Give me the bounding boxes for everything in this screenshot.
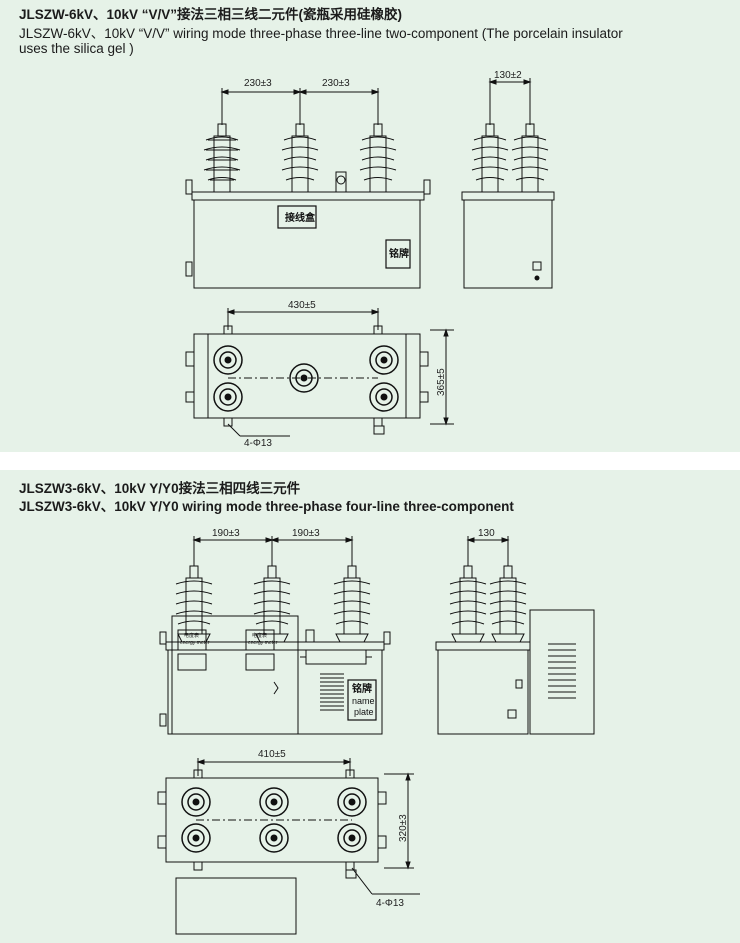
bushing-y-top-5 [337, 787, 367, 817]
bushing-y-top-4 [259, 823, 289, 853]
dim-190-a: 190±3 [212, 528, 240, 539]
nameplate-2-en2: plate [354, 707, 374, 717]
section1-title-cn: JLSZW-6kV、10kV “V/V”接法三相三线二元件(瓷瓶采用硅橡胶) [19, 7, 403, 22]
bushing-top-5 [369, 382, 399, 412]
bushing-top-4 [369, 345, 399, 375]
side-meter-box [529, 609, 595, 735]
top-view-1: 430±5 [185, 300, 454, 449]
bushing-top-2 [213, 382, 243, 412]
dim-320: 320±3 [398, 814, 409, 842]
bottom-meter-box [175, 877, 297, 935]
bushing-y-top-6 [337, 823, 367, 853]
section1-title-en-2: uses the silica gel ) [19, 41, 134, 56]
insulator-1 [203, 123, 241, 193]
front-view-2: 190±3 190±3 [159, 528, 391, 735]
nameplate-label-1: 铭牌 [389, 247, 409, 260]
dim-130-side: 130±2 [494, 70, 522, 81]
junction-box [277, 205, 317, 229]
dim-130-side-2: 130 [478, 528, 495, 539]
bushing-y-top-3 [259, 787, 289, 817]
nameplate-1 [385, 239, 411, 269]
meter-1 [177, 629, 207, 651]
bushing-top-3 [289, 363, 319, 393]
insulator-y-1 [175, 565, 213, 643]
dim-190-b: 190±3 [292, 528, 320, 539]
side-view-1: 130±2 [461, 70, 555, 289]
section2-title-en: JLSZW3-6kV、10kV Y/Y0 wiring mode three-p… [19, 499, 514, 514]
nameplate-2-en1: name [352, 696, 375, 706]
holes-label-2: 4-Φ13 [376, 898, 404, 909]
bushing-y-top-2 [181, 823, 211, 853]
dim-365: 365±5 [436, 368, 447, 396]
section2-title-cn: JLSZW3-6kV、10kV Y/Y0接法三相四线三元件 [19, 481, 301, 496]
meter-2-en: energy meter [248, 640, 278, 646]
section2-drawing: 190±3 190±3 [157, 528, 595, 935]
side-view-2: 130 [435, 528, 595, 735]
dim-430: 430±5 [288, 300, 316, 311]
section-y-y0-panel: JLSZW3-6kV、10kV Y/Y0接法三相四线三元件 JLSZW3-6kV… [0, 470, 740, 943]
insulator-y-3 [333, 565, 371, 643]
nameplate-2 [347, 679, 377, 721]
nameplate-2-cn: 铭牌 [352, 682, 372, 695]
meter-1-cn: 电度表 [184, 632, 199, 639]
meter-1-en: energy meter [180, 640, 210, 646]
meter-box [171, 615, 299, 735]
dim-230-a: 230±3 [244, 78, 272, 89]
bushing-top-1 [213, 345, 243, 375]
junction-box-label: 接线盒 [285, 211, 316, 224]
section-v-v-panel: JLSZW-6kV、10kV “V/V”接法三相三线二元件(瓷瓶采用硅橡胶) J… [0, 0, 740, 452]
section1-title-en-1: JLSZW-6kV、10kV “V/V” wiring mode three-p… [19, 26, 623, 41]
bushing-y-top-1 [181, 787, 211, 817]
meter-2 [245, 629, 275, 651]
section1-drawing: 230±3 230±3 [185, 70, 555, 449]
insulator-2 [281, 123, 319, 193]
insulator-3 [359, 123, 397, 193]
dim-230-b: 230±3 [322, 78, 350, 89]
meter-2-cn: 电度表 [252, 632, 267, 639]
front-view-1: 230±3 230±3 [185, 78, 431, 289]
holes-label-1: 4-Φ13 [244, 438, 272, 449]
top-view-2: 410±5 [157, 749, 420, 935]
dim-410: 410±5 [258, 749, 286, 760]
insulator-y-2 [253, 565, 291, 643]
